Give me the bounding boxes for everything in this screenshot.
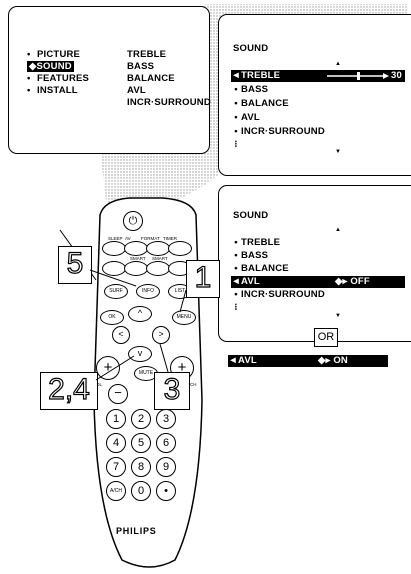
row-treble[interactable]: ◄TREBLE 30 [231, 70, 405, 82]
submenu-item: BALANCE [127, 73, 175, 84]
brand-logo: PHILIPS [116, 526, 157, 536]
treble-slider[interactable] [327, 72, 389, 80]
submenu-item: BASS [127, 61, 155, 72]
row-incr-surround[interactable]: •INCR·SURROUND [234, 126, 325, 137]
digit-4-button[interactable]: 4 [106, 433, 126, 453]
menu-item-features[interactable]: •FEATURES [27, 73, 90, 84]
panel-title: SOUND [233, 210, 269, 221]
row-bass[interactable]: •BASS [234, 250, 269, 261]
menu-item-sound[interactable]: ◆SOUND [27, 61, 74, 72]
digit-0-button[interactable]: 0 [131, 481, 151, 501]
digit-7-button[interactable]: 7 [106, 457, 126, 477]
row-balance[interactable]: •BALANCE [234, 98, 289, 109]
scroll-down-icon: ▼ [335, 149, 342, 155]
dot-button[interactable]: • [156, 481, 176, 501]
digit-9-button[interactable]: 9 [156, 457, 176, 477]
digit-3-button[interactable]: 3 [156, 409, 176, 429]
sound-panel-avl: SOUND ▲ •TREBLE •BASS •BALANCE ◄AVL ◆▸ O… [218, 185, 411, 342]
digit-5-button[interactable]: 5 [131, 433, 151, 453]
row-more: ⁝ [234, 302, 238, 313]
avl-on-bar: ◄AVL ◆▸ ON [228, 355, 388, 367]
menu-item-install[interactable]: •INSTALL [27, 85, 78, 96]
scroll-up-icon: ▲ [335, 227, 342, 233]
scroll-down-icon: ▼ [335, 313, 342, 319]
row-balance[interactable]: •BALANCE [234, 263, 289, 274]
or-label: OR [314, 328, 338, 347]
main-menu-panel: •PICTURE ◆SOUND •FEATURES •INSTALL TREBL… [8, 6, 211, 154]
row-avl[interactable]: •AVL [234, 112, 260, 123]
digit-6-button[interactable]: 6 [156, 433, 176, 453]
digit-8-button[interactable]: 8 [131, 457, 151, 477]
row-avl[interactable]: ◄AVL ◆▸ OFF [231, 276, 405, 288]
submenu-item: INCR·SURROUND [127, 97, 211, 108]
ach-button[interactable]: A/CH [106, 481, 126, 501]
menu-item-picture[interactable]: •PICTURE [27, 49, 81, 60]
submenu-item: AVL [127, 85, 146, 96]
sound-panel-treble: SOUND ▲ ◄TREBLE 30 •BASS •BALANCE •AVL •… [218, 14, 411, 176]
row-bass[interactable]: •BASS [234, 84, 269, 95]
updown-icon: ◆ [29, 61, 37, 72]
digit-2-button[interactable]: 2 [131, 409, 151, 429]
row-incr-surround[interactable]: •INCR·SURROUND [234, 289, 325, 300]
row-more: ⁝ [234, 139, 238, 150]
submenu-item: TREBLE [127, 49, 167, 60]
panel-title: SOUND [233, 43, 269, 54]
scroll-up-icon: ▲ [335, 61, 342, 67]
row-treble[interactable]: •TREBLE [234, 237, 281, 248]
avl-value: ◆▸ OFF [335, 276, 370, 287]
digit-1-button[interactable]: 1 [106, 409, 126, 429]
